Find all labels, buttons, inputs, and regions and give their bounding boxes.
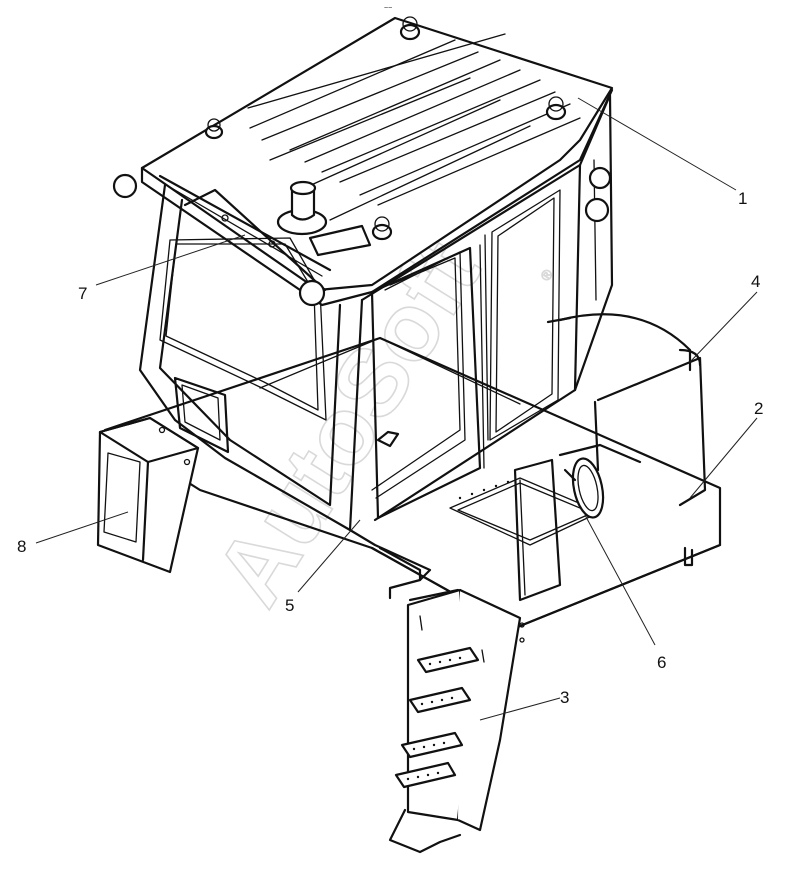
- callout-4: 4: [751, 272, 760, 291]
- work-lamp-icon: [112, 173, 138, 199]
- callout-2: 2: [754, 399, 763, 418]
- lifting-eye-icon: [371, 216, 393, 241]
- wiper: [158, 174, 332, 277]
- leader-line-1: [577, 97, 737, 191]
- lifting-eye-icon: [204, 118, 224, 140]
- leader-line-6: [584, 514, 656, 646]
- callout-1: 1: [738, 189, 747, 208]
- work-lamp-icon: [588, 166, 612, 190]
- callouts: 1 2 3 4 5 6 7 8: [17, 189, 763, 707]
- callout-3: 3: [560, 688, 569, 707]
- leader-line-3: [479, 697, 561, 721]
- mirror: [563, 457, 605, 519]
- battery-box: [96, 416, 200, 574]
- leader-lines: [35, 97, 758, 721]
- lifting-eye-icon: [399, 16, 421, 41]
- top-mark: ~~: [384, 5, 392, 12]
- work-lamps: [112, 166, 612, 307]
- handrail: [513, 348, 707, 602]
- leader-line-7: [95, 234, 246, 286]
- work-lamp-icon: [584, 197, 610, 223]
- callout-6: 6: [657, 653, 666, 672]
- leader-line-4: [689, 291, 758, 363]
- callout-8: 8: [17, 537, 26, 556]
- leader-line-5: [297, 519, 361, 593]
- callout-5: 5: [285, 596, 294, 615]
- lifting-eye-icon: [545, 96, 567, 121]
- leader-line-8: [35, 511, 129, 544]
- work-lamp-icon: [298, 279, 326, 307]
- cab-body: [138, 16, 692, 582]
- step-ladder: [388, 480, 525, 854]
- lifting-eyes: [204, 16, 567, 241]
- leader-line-2: [689, 417, 758, 499]
- callout-7: 7: [78, 284, 87, 303]
- beacon-light: [276, 180, 372, 257]
